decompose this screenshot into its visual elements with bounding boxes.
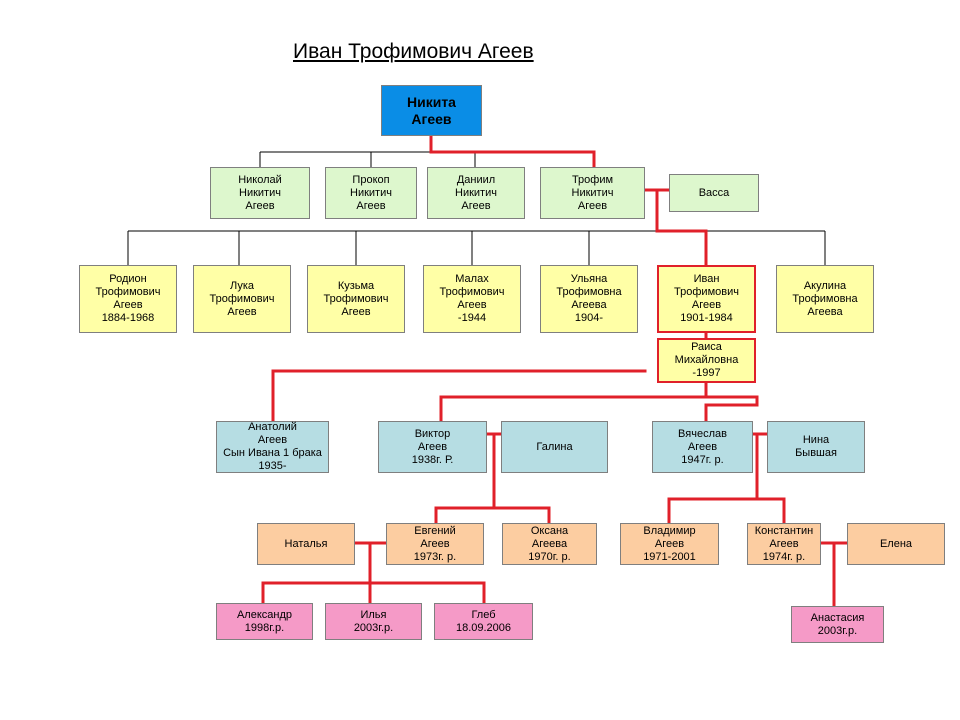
person-oksana-ageeva: Оксана Агеева 1970г. р. (502, 523, 597, 565)
person-nikolay-nikitich: Николай Никитич Агеев (210, 167, 310, 219)
person-malakh-trofimovich: Малах Трофимович Агеев -1944 (423, 265, 521, 333)
person-daniil-nikitich: Даниил Никитич Агеев (427, 167, 525, 219)
person-vladimir-ageev: Владимир Агеев 1971-2001 (620, 523, 719, 565)
person-aleksandr: Александр 1998г.р. (216, 603, 313, 640)
person-luka-trofimovich: Лука Трофимович Агеев (193, 265, 291, 333)
person-vyacheslav-ageev: Вячеслав Агеев 1947г. р. (652, 421, 753, 473)
page-title: Иван Трофимович Агеев (293, 40, 534, 63)
person-trofim-nikitich: Трофим Никитич Агеев (540, 167, 645, 219)
spouse-galina: Галина (501, 421, 608, 473)
person-prokop-nikitich: Прокоп Никитич Агеев (325, 167, 417, 219)
spouse-nina: Нина Бывшая (767, 421, 865, 473)
spouse-vassa: Васса (669, 174, 759, 212)
spouse-natalya: Наталья (257, 523, 355, 565)
person-ilya: Илья 2003г.р. (325, 603, 422, 640)
person-ivan-trofimovich: Иван Трофимович Агеев 1901-1984 (657, 265, 756, 333)
person-konstantin-ageev: Константин Агеев 1974г. р. (747, 523, 821, 565)
person-anatoliy-ageev: Анатолий Агеев Сын Ивана 1 брака 1935- (216, 421, 329, 473)
person-nikita-ageev: Никита Агеев (381, 85, 482, 136)
person-kuzma-trofimovich: Кузьма Трофимович Агеев (307, 265, 405, 333)
person-viktor-ageev: Виктор Агеев 1938г. Р. (378, 421, 487, 473)
person-anastasiya: Анастасия 2003г.р. (791, 606, 884, 643)
person-akulina-trofimovna: Акулина Трофимовна Агеева (776, 265, 874, 333)
person-ulyana-trofimovna: Ульяна Трофимовна Агеева 1904- (540, 265, 638, 333)
person-evgeniy-ageev: Евгений Агеев 1973г. р. (386, 523, 484, 565)
person-rodion-trofimovich: Родион Трофимович Агеев 1884-1968 (79, 265, 177, 333)
person-gleb: Глеб 18.09.2006 (434, 603, 533, 640)
spouse-elena: Елена (847, 523, 945, 565)
spouse-raisa-mikhaylovna: Раиса Михайловна -1997 (657, 338, 756, 383)
